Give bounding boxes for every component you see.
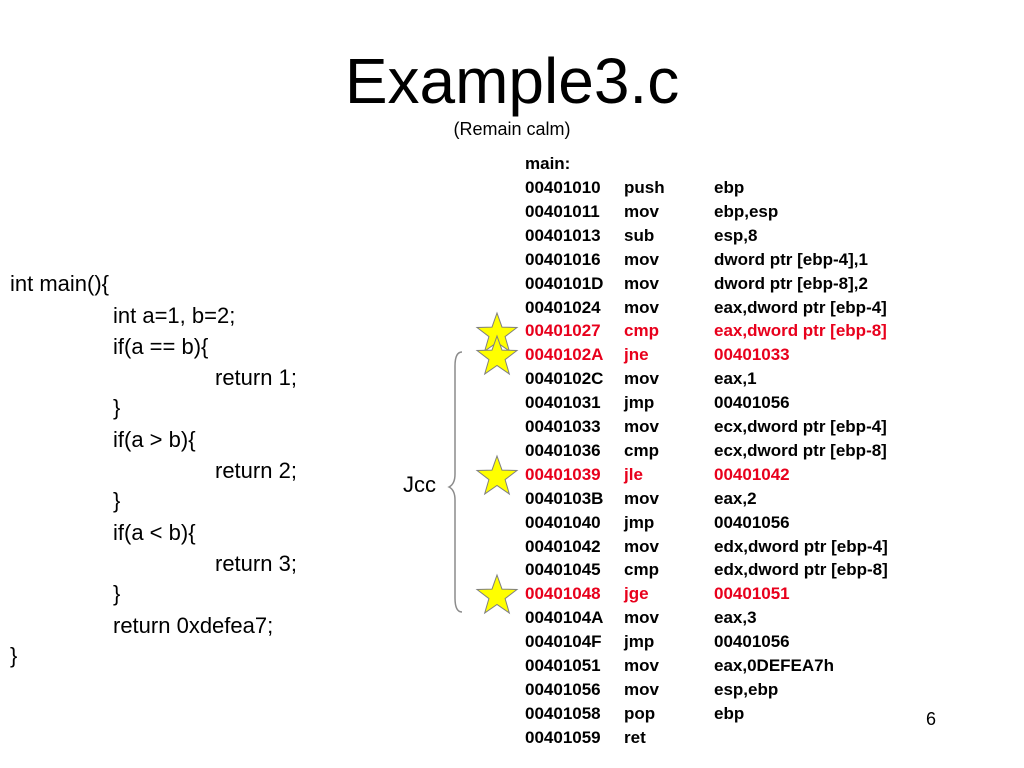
code-line: } bbox=[10, 643, 18, 668]
assembly-operands: ebp bbox=[714, 178, 745, 197]
assembly-mnemonic: jge bbox=[624, 584, 649, 604]
assembly-operands: 00401042 bbox=[714, 464, 790, 484]
assembly-mnemonic: jle bbox=[624, 464, 643, 484]
code-line: return 2; bbox=[215, 458, 297, 483]
star-icon bbox=[475, 334, 519, 376]
assembly-operands: edx,dword ptr [ebp-4] bbox=[714, 536, 888, 556]
code-line: return 1; bbox=[215, 365, 297, 390]
assembly-mnemonic: mov bbox=[624, 608, 659, 628]
assembly-operands: esp,8 bbox=[714, 225, 758, 245]
assembly-mnemonic: cmp bbox=[624, 560, 659, 580]
star-icon bbox=[475, 311, 519, 353]
assembly-address: 00401010 bbox=[525, 178, 601, 197]
assembly-mnemonic: push bbox=[624, 178, 665, 197]
assembly-address: 0040104F bbox=[525, 632, 602, 652]
assembly-address: 00401058 bbox=[525, 703, 601, 723]
assembly-address: 00401011 bbox=[525, 201, 600, 221]
assembly-operands: edx,dword ptr [ebp-8] bbox=[714, 560, 888, 580]
code-line: if(a > b){ bbox=[113, 427, 196, 452]
assembly-mnemonic: ret bbox=[624, 727, 646, 747]
assembly-address: 00401016 bbox=[525, 249, 601, 269]
assembly-address: 0040104A bbox=[525, 608, 604, 628]
star-icon bbox=[475, 573, 519, 615]
assembly-address: 00401056 bbox=[525, 679, 601, 699]
star-icon bbox=[475, 454, 519, 496]
assembly-mnemonic: jmp bbox=[624, 632, 655, 652]
assembly-operands: 00401056 bbox=[714, 393, 790, 413]
slide-subtitle: (Remain calm) bbox=[453, 119, 571, 139]
code-line: int a=1, b=2; bbox=[113, 303, 236, 328]
assembly-mnemonic: mov bbox=[624, 369, 659, 389]
assembly-address: 00401051 bbox=[525, 656, 601, 675]
assembly-address: 00401036 bbox=[525, 440, 601, 460]
assembly-operands: dword ptr [ebp-8],2 bbox=[714, 273, 868, 293]
code-line: int main(){ bbox=[10, 271, 110, 296]
assembly-mnemonic: jmp bbox=[624, 393, 655, 413]
code-line: return 0xdefea7; bbox=[113, 613, 274, 638]
assembly-address: 00401024 bbox=[525, 297, 601, 317]
assembly-address: 00401039 bbox=[525, 464, 601, 484]
assembly-operands: dword ptr [ebp-4],1 bbox=[714, 249, 868, 269]
assembly-operands: 00401051 bbox=[714, 584, 790, 604]
code-line: if(a == b){ bbox=[113, 334, 209, 359]
assembly-mnemonic: sub bbox=[624, 225, 655, 245]
assembly-operands: eax,dword ptr [ebp-4] bbox=[714, 297, 887, 317]
assembly-mnemonic: mov bbox=[624, 249, 659, 269]
assembly-address: 0040102A bbox=[525, 345, 604, 365]
assembly-mnemonic: mov bbox=[624, 273, 659, 293]
code-line: } bbox=[113, 488, 121, 513]
assembly-operands: 00401033 bbox=[714, 345, 790, 365]
code-line: return 3; bbox=[215, 551, 297, 576]
assembly-operands: ecx,dword ptr [ebp-8] bbox=[714, 440, 887, 460]
assembly-mnemonic: mov bbox=[624, 536, 659, 556]
assembly-address: 00401013 bbox=[525, 225, 601, 245]
assembly-operands: eax,1 bbox=[714, 369, 757, 389]
assembly-operands: eax,2 bbox=[714, 488, 757, 508]
page-number: 6 bbox=[926, 709, 937, 729]
assembly-mnemonic: cmp bbox=[624, 440, 659, 460]
curly-brace bbox=[447, 351, 463, 613]
assembly-address: 0040102C bbox=[525, 369, 604, 389]
assembly-address: 00401048 bbox=[525, 584, 601, 604]
assembly-operands: eax,3 bbox=[714, 608, 757, 628]
assembly-operands: 00401056 bbox=[714, 512, 790, 532]
code-line: if(a < b){ bbox=[113, 520, 196, 545]
assembly-operands: eax,0DEFEA7h bbox=[714, 656, 834, 675]
assembly-operands: eax,dword ptr [ebp-8] bbox=[714, 321, 887, 341]
code-line: } bbox=[113, 581, 121, 606]
assembly-mnemonic: mov bbox=[624, 417, 659, 436]
assembly-operands: ebp bbox=[714, 703, 745, 723]
assembly-operands: ebp,esp bbox=[714, 201, 779, 221]
assembly-address: 00401040 bbox=[525, 512, 601, 532]
assembly-address: 00401045 bbox=[525, 560, 601, 580]
assembly-operands: esp,ebp bbox=[714, 679, 779, 699]
assembly-mnemonic: mov bbox=[624, 656, 659, 675]
assembly-mnemonic: mov bbox=[624, 201, 659, 221]
jcc-label: Jcc bbox=[403, 472, 436, 497]
code-line: } bbox=[113, 395, 121, 420]
assembly-address: 00401059 bbox=[525, 727, 601, 747]
assembly-mnemonic: mov bbox=[624, 679, 659, 699]
assembly-mnemonic: mov bbox=[624, 297, 659, 317]
assembly-operands: ecx,dword ptr [ebp-4] bbox=[714, 417, 887, 436]
assembly-address: 00401031 bbox=[525, 393, 601, 413]
assembly-mnemonic: mov bbox=[624, 488, 659, 508]
assembly-address: 00401027 bbox=[525, 321, 601, 341]
assembly-mnemonic: jmp bbox=[624, 512, 655, 532]
assembly-address: 0040101D bbox=[525, 273, 604, 293]
assembly-operands: 00401056 bbox=[714, 632, 790, 652]
assembly-address: 00401042 bbox=[525, 536, 601, 556]
assembly-mnemonic: jne bbox=[624, 345, 649, 365]
assembly-label: main: bbox=[525, 154, 571, 173]
assembly-address: 00401033 bbox=[525, 417, 601, 436]
slide-title: Example3.c bbox=[344, 45, 680, 117]
assembly-mnemonic: cmp bbox=[624, 321, 659, 341]
assembly-mnemonic: pop bbox=[624, 703, 656, 723]
assembly-address: 0040103B bbox=[525, 488, 604, 508]
